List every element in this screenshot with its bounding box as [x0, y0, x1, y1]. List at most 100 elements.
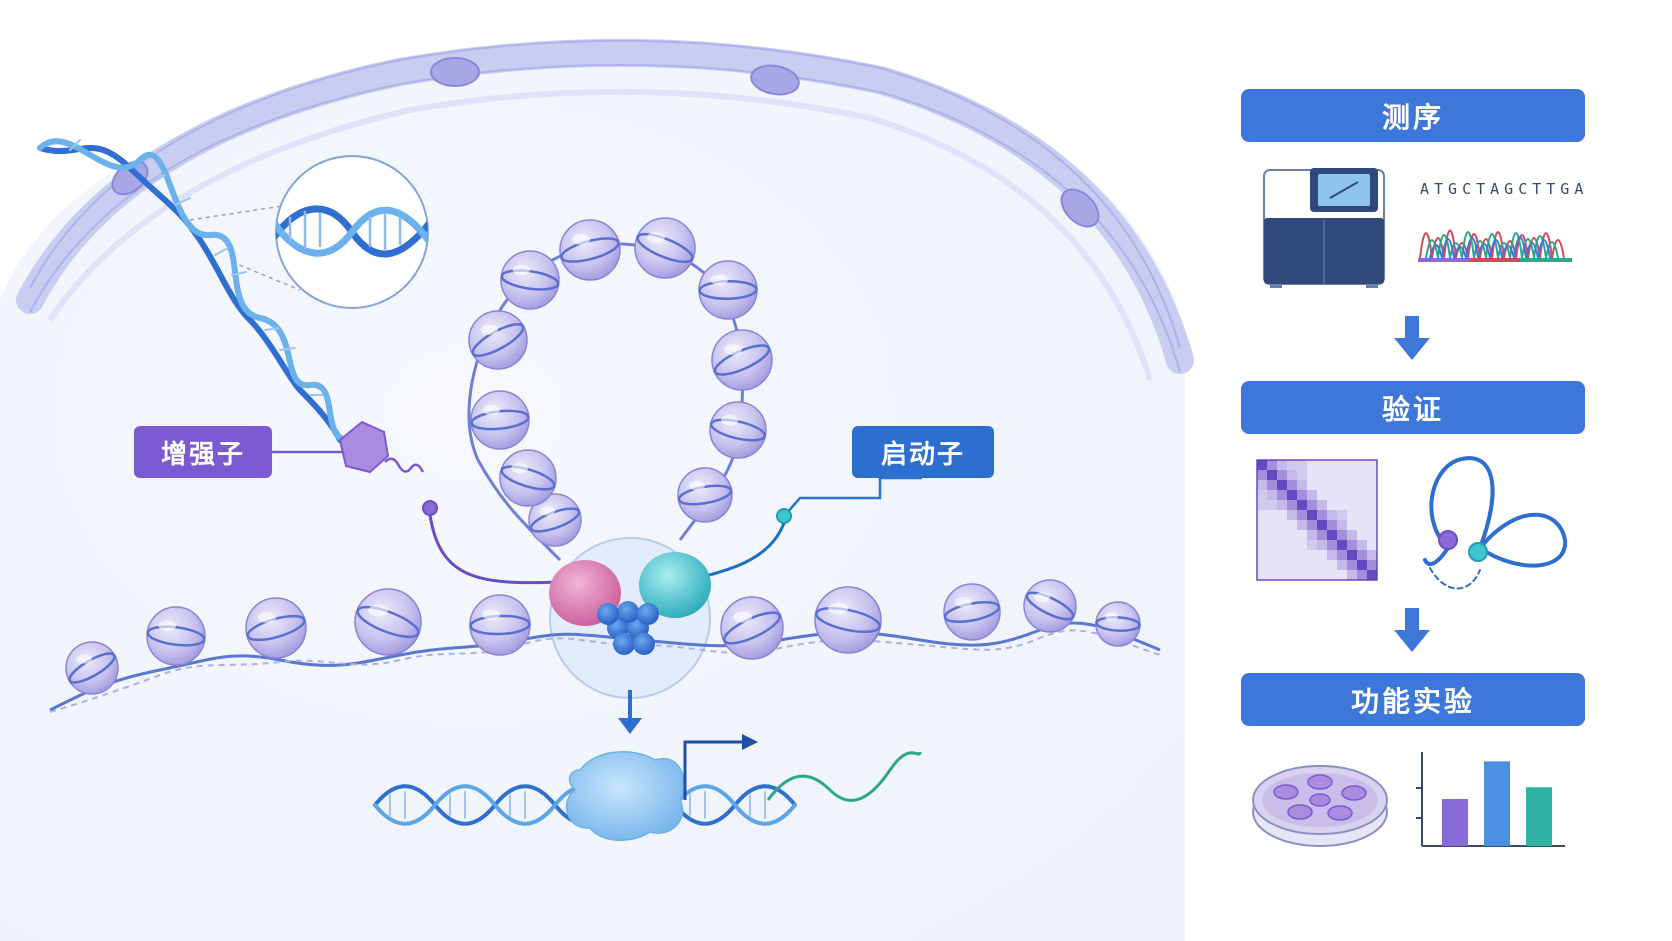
nucleosome	[711, 329, 773, 391]
heatmap-cell	[1277, 550, 1287, 560]
petri-dish-icon	[1252, 765, 1388, 847]
step-functional-assay: 功能实验	[1241, 673, 1585, 726]
heatmap-cell	[1317, 460, 1327, 470]
heatmap-cell	[1347, 490, 1357, 500]
hic-heatmap	[1256, 459, 1378, 581]
heatmap-cell	[1277, 480, 1287, 490]
heatmap-cell	[1287, 470, 1297, 480]
bar	[1442, 799, 1468, 846]
loop-icon	[1423, 456, 1568, 590]
promoter-label: 启动子	[852, 426, 994, 478]
heatmap-cell	[1367, 550, 1377, 560]
heatmap-cell	[1287, 460, 1297, 470]
nucleosome	[1095, 601, 1141, 647]
heatmap-cell	[1357, 530, 1367, 540]
heatmap-cell	[1367, 490, 1377, 500]
promoter-binding-protein	[639, 552, 711, 618]
heatmap-cell	[1307, 550, 1317, 560]
heatmap-cell	[1367, 530, 1377, 540]
heatmap-cell	[1347, 560, 1357, 570]
heatmap-cell	[1267, 560, 1277, 570]
nucleosome	[1023, 579, 1077, 633]
heatmap-cell	[1257, 480, 1267, 490]
heatmap-cell	[1287, 530, 1297, 540]
heatmap-cell	[1297, 500, 1307, 510]
heatmap-cell	[1307, 570, 1317, 580]
heatmap-cell	[1327, 510, 1337, 520]
heatmap-cell	[1287, 560, 1297, 570]
heatmap-cell	[1327, 570, 1337, 580]
heatmap-cell	[1337, 460, 1347, 470]
bar	[1526, 787, 1552, 846]
heatmap-cell	[1337, 560, 1347, 570]
heatmap-cell	[1267, 460, 1277, 470]
heatmap-cell	[1267, 530, 1277, 540]
heatmap-cell	[1317, 470, 1327, 480]
heatmap-cell	[1347, 530, 1357, 540]
heatmap-cell	[1257, 460, 1267, 470]
heatmap-cell	[1367, 460, 1377, 470]
heatmap-cell	[1337, 530, 1347, 540]
heatmap-cell	[1277, 470, 1287, 480]
heatmap-cell	[1317, 520, 1327, 530]
heatmap-cell	[1277, 460, 1287, 470]
bar-chart	[1416, 752, 1565, 847]
nucleosome	[677, 467, 733, 523]
step-sequencing: 测序	[1241, 89, 1585, 142]
heatmap-cell	[1347, 470, 1357, 480]
heatmap-cell	[1357, 500, 1367, 510]
nucleosome	[65, 641, 119, 695]
heatmap-cell	[1367, 500, 1377, 510]
heatmap-cell	[1357, 570, 1367, 580]
heatmap-cell	[1267, 490, 1277, 500]
heatmap-cell	[1347, 570, 1357, 580]
heatmap-cell	[1257, 510, 1267, 520]
heatmap-cell	[1367, 520, 1377, 530]
tss-arrow-icon	[742, 734, 758, 750]
nuclear-envelope	[16, 38, 1194, 374]
mediator-complex	[597, 601, 659, 655]
heatmap-cell	[1357, 560, 1367, 570]
heatmap-cell	[1287, 490, 1297, 500]
nucleosome	[468, 310, 528, 370]
heatmap-cell	[1257, 490, 1267, 500]
heatmap-cell	[1307, 520, 1317, 530]
heatmap-cell	[1337, 570, 1347, 580]
heatmap-cell	[1287, 500, 1297, 510]
heatmap-cell	[1297, 570, 1307, 580]
enhancer-protein	[338, 420, 390, 474]
heatmap-cell	[1257, 540, 1267, 550]
heatmap-cell	[1287, 540, 1297, 550]
heatmap-cell	[1327, 540, 1337, 550]
nucleosome	[634, 217, 696, 279]
heatmap-cell	[1297, 530, 1307, 540]
heatmap-cell	[1347, 550, 1357, 560]
heatmap-cell	[1357, 510, 1367, 520]
heatmap-cell	[1317, 500, 1327, 510]
dna-zoom-circle	[275, 155, 429, 309]
heatmap-cell	[1297, 560, 1307, 570]
heatmap-cell	[1257, 560, 1267, 570]
heatmap-cell	[1327, 490, 1337, 500]
heatmap-cell	[1297, 510, 1307, 520]
heatmap-cell	[1307, 540, 1317, 550]
heatmap-cell	[1317, 570, 1327, 580]
heatmap-cell	[1267, 500, 1277, 510]
heatmap-cell	[1347, 520, 1357, 530]
heatmap-cell	[1277, 530, 1287, 540]
nucleosome	[469, 594, 531, 656]
heatmap-cell	[1337, 510, 1347, 520]
sequencer-icon	[1263, 168, 1385, 288]
nucleosome	[720, 596, 784, 660]
heatmap-cell	[1347, 460, 1357, 470]
heatmap-cell	[1287, 570, 1297, 580]
heatmap-cell	[1277, 570, 1287, 580]
heatmap-cell	[1297, 540, 1307, 550]
heatmap-cell	[1257, 570, 1267, 580]
heatmap-cell	[1327, 550, 1337, 560]
heatmap-cell	[1317, 510, 1327, 520]
heatmap-cell	[1307, 510, 1317, 520]
heatmap-cell	[1317, 480, 1327, 490]
heatmap-cell	[1267, 550, 1277, 560]
